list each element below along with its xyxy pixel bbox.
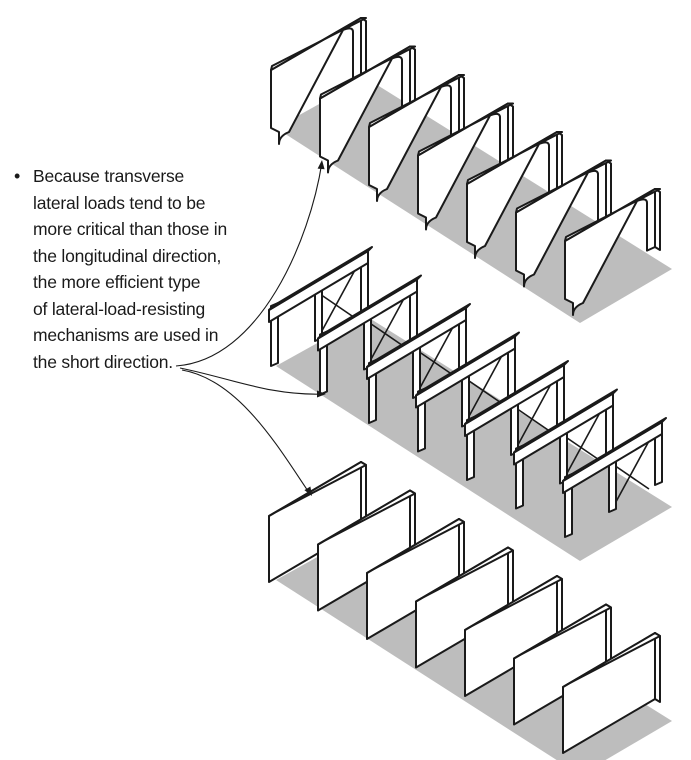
rigid-frame-beam-top: [417, 102, 514, 157]
rigid-frame-beam-top: [368, 74, 465, 128]
caption-line: the more efficient type: [33, 272, 201, 292]
rigid-frame: [319, 45, 416, 174]
shear-wall-row: [268, 461, 661, 754]
shear-wall-top: [513, 603, 612, 660]
brace-diagonal: [414, 326, 454, 398]
shear-wall-top: [415, 546, 514, 603]
braced-frame-beam-top: [562, 417, 667, 482]
braced-frame-beam-top: [268, 246, 373, 311]
leader-arrows: [175, 160, 326, 496]
braced-frame: [268, 246, 373, 367]
rigid-frame-row: [270, 17, 661, 316]
braced-frame-row: [268, 246, 667, 538]
shear-wall-top: [562, 632, 661, 688]
shear-wall: [415, 546, 514, 669]
braced-frame: [562, 417, 667, 538]
caption-line: of lateral-load-resisting: [33, 298, 206, 319]
leader-to-shear-walls: [181, 369, 311, 495]
leader-to-rigid-frames: [175, 161, 323, 367]
shear-wall: [562, 632, 661, 754]
rigid-frame: [466, 131, 563, 259]
rigid-frame-beam-top: [515, 159, 612, 214]
caption-line: mechanisms are used in: [33, 325, 219, 345]
rigid-frame-beam-top: [319, 45, 416, 100]
braced-frame: [317, 274, 422, 396]
brace-diagonal: [365, 298, 405, 369]
rigid-frame-beam-top: [270, 17, 367, 71]
braced-frame-beam-top: [415, 331, 520, 397]
caption-line: more critical than those in: [33, 219, 227, 239]
arrowhead: [304, 486, 312, 496]
shear-wall: [464, 575, 563, 697]
brace-diagonal: [561, 412, 601, 483]
braced-frame-beam-top: [366, 303, 471, 368]
shear-wall-top: [268, 461, 367, 517]
shear-wall-top: [317, 489, 416, 546]
brace-diagonal: [463, 355, 503, 426]
braced-frame: [366, 303, 471, 424]
rigid-frame: [564, 188, 661, 316]
rigid-frame-beam-top: [466, 131, 563, 185]
brace-diagonal: [512, 383, 552, 455]
leader-to-braced-frames: [179, 367, 325, 395]
rigid-frame-beam-top: [564, 188, 661, 242]
braced-frame: [464, 360, 569, 481]
arrowhead: [317, 160, 325, 170]
braced-frame-beam-top: [513, 388, 618, 454]
caption-line: Because transverse: [33, 166, 185, 186]
brace-diagonal: [316, 269, 356, 341]
caption-bullet: •: [14, 166, 21, 186]
caption-line: the longitudinal direction,: [33, 245, 222, 266]
brace-diagonal: [610, 440, 650, 512]
shear-wall-top: [366, 518, 465, 574]
caption-line: lateral loads tend to be: [33, 192, 206, 213]
shear-wall: [366, 518, 465, 640]
shear-wall-top: [464, 575, 563, 631]
caption-line: the short direction.: [33, 351, 173, 372]
braced-frame-beam-top: [317, 274, 422, 340]
arrowhead: [317, 390, 326, 398]
braced-frame: [513, 388, 618, 510]
caption-text: Because transverse lateral loads tend to…: [33, 163, 227, 375]
braced-frame-beam-top: [464, 360, 569, 425]
braced-frame: [415, 331, 520, 453]
